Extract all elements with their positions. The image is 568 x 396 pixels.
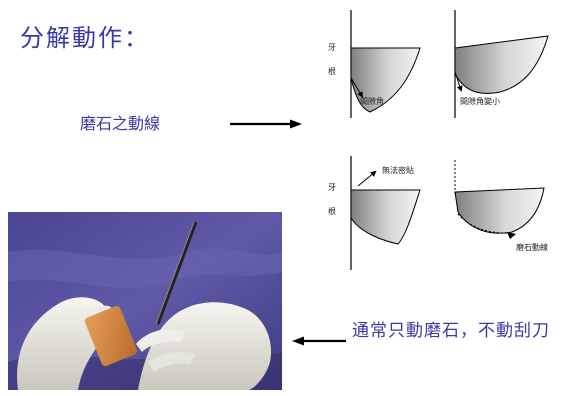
- diagram-cannot-adhere: 無法密貼 牙 根: [328, 156, 420, 270]
- gap-angle-label: 間隙角: [360, 96, 384, 106]
- tooth-label-2: 牙: [328, 183, 336, 192]
- diagram-gap-angle-smaller: 間隙角變小: [455, 10, 548, 118]
- root-label-2: 根: [328, 206, 336, 216]
- tooth-label: 牙: [328, 43, 336, 52]
- diagram-stone-path: 磨石動線: [455, 160, 548, 252]
- right-arrow-icon: [228, 118, 304, 130]
- sharpening-photo: [8, 212, 282, 390]
- sharpening-diagrams: 牙 根 間隙角 間隙角變小 無法密貼 牙 根 磨石動線: [300, 0, 568, 270]
- stone-path-label: 磨石之動線: [80, 110, 160, 134]
- gap-angle-smaller-label: 間隙角變小: [460, 96, 500, 106]
- left-arrow-icon: [292, 335, 348, 347]
- note-text: 通常只動磨石，不動刮刀: [352, 318, 564, 344]
- root-label: 根: [328, 66, 336, 76]
- stone-path-diagram-label: 磨石動線: [516, 242, 548, 252]
- page-title: 分解動作：: [20, 18, 150, 53]
- diagram-gap-angle: 牙 根 間隙角: [328, 10, 420, 118]
- cannot-adhere-label: 無法密貼: [382, 165, 414, 175]
